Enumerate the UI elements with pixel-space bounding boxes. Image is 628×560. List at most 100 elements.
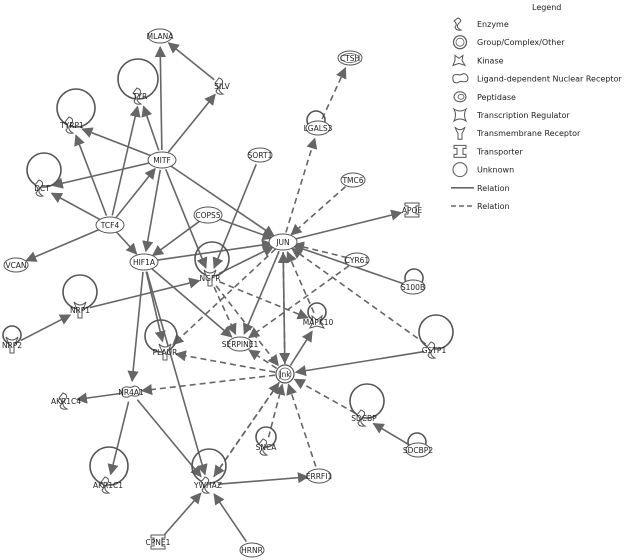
legend-label: Group/Complex/Other (477, 38, 565, 47)
legend-item: Enzyme (453, 17, 509, 31)
legend-item: Relation (451, 202, 510, 211)
edge-tcf4-to-vcan (25, 228, 102, 262)
node-tmc6[interactable]: TMC6 (340, 172, 366, 188)
edge-tcf4-to-tyr (111, 105, 141, 216)
kinase-shape (309, 314, 326, 329)
node-halo (117, 58, 159, 100)
node-snca[interactable]: SNCA (255, 426, 278, 456)
node-label: AKR1C4 (51, 397, 81, 406)
legend-label: Kinase (477, 56, 504, 65)
node-ngfr[interactable]: NGFR (194, 241, 230, 287)
node-jnk[interactable]: Jnk (275, 364, 295, 384)
node-halo (56, 88, 96, 128)
node-cops5[interactable]: COPS5 (193, 206, 223, 224)
edge-jun-to-apoe (292, 209, 403, 241)
node-label: LGALS3 (304, 124, 333, 133)
node-ctsh[interactable]: CTSH (337, 50, 363, 66)
edge-cyr61-to-serpine1 (248, 265, 350, 339)
transmembrane-receptor-shape (158, 343, 172, 361)
edge-nr4a1-to-akr1c1 (107, 401, 130, 476)
edge-tmc6-to-jun (290, 186, 347, 236)
node-label: AKR1C1 (93, 481, 123, 490)
node-errfi1[interactable]: ERRFI1 (306, 468, 333, 484)
node-hrnr[interactable]: HRNR (239, 542, 265, 558)
edge-nrp2-to-nrp1 (20, 314, 72, 342)
node-mitf[interactable]: MITF (147, 151, 177, 169)
node-mapk10[interactable]: MAPK10 (303, 302, 334, 329)
node-halo (349, 383, 385, 419)
edge-mitf-to-jun (169, 164, 275, 237)
unknown-shape (344, 252, 370, 268)
node-nrp1[interactable]: NRP1 (62, 274, 98, 319)
node-halo (194, 241, 230, 277)
node-gstp1[interactable]: GSTP1 (418, 314, 454, 359)
node-label: COPS5 (195, 211, 220, 220)
edge-errfi1-to-jnk (286, 383, 317, 467)
node-silv[interactable]: SILV (214, 77, 231, 95)
legend-label: Relation (477, 184, 510, 193)
node-mlana[interactable]: MLANA (147, 28, 175, 44)
edge-mitf-to-silv (167, 93, 216, 153)
node-dct[interactable]: DCT (26, 152, 62, 197)
ligand-nuclear-receptor-shape (121, 385, 141, 398)
node-label: DCT (34, 184, 50, 193)
enzyme-shape (200, 476, 211, 494)
node-tcf4[interactable]: TCF4 (95, 216, 125, 234)
node-halo (255, 426, 277, 448)
node-hif1a[interactable]: HIF1A (129, 253, 159, 271)
unknown-shape (247, 147, 273, 163)
edge-jnk-to-nr4a1 (140, 374, 276, 396)
legend-label: Ligand-dependent Nuclear Receptor (477, 75, 622, 84)
node-sdcbp2[interactable]: SDCBP2 (403, 432, 433, 458)
edge-jnk-to-mapk10 (289, 330, 313, 366)
edge-mitf-to-dct (51, 161, 153, 189)
node-sort1[interactable]: SORT1 (247, 147, 273, 163)
edge-nrp1-to-ngfr (89, 277, 201, 309)
node-sdcbp[interactable]: SDCBP (349, 383, 385, 427)
edge-hif1a-to-ywhaz (145, 271, 208, 476)
node-label: PLAUR (153, 348, 178, 357)
node-label: VCAN (5, 261, 26, 270)
node-label: Jnk (278, 370, 291, 379)
legend-item: Transporter (453, 144, 523, 158)
node-apoe[interactable]: APOE (402, 202, 423, 218)
edge-jnk-to-serpine1 (248, 349, 278, 370)
node-serpine1[interactable]: SERPINE1 (222, 336, 259, 352)
legend-label: Peptidase (477, 93, 516, 102)
node-plaur[interactable]: PLAUR (144, 319, 178, 361)
node-akr1c1[interactable]: AKR1C1 (89, 446, 129, 494)
transporter-shape (404, 202, 420, 218)
unknown-shape (340, 172, 366, 188)
transcription-regulator-shape (147, 151, 177, 169)
node-halo (62, 274, 98, 310)
node-label: TYR (132, 92, 147, 101)
node-jun[interactable]: JUN (268, 233, 298, 251)
node-nrp2[interactable]: NRP2 (2, 325, 22, 354)
node-cpne1[interactable]: CPNE1 (146, 534, 171, 550)
node-label: NRP2 (2, 341, 22, 350)
node-label: HRNR (241, 546, 263, 555)
edge-nr4a1-to-akr1c4 (75, 392, 122, 404)
unknown-shape (227, 336, 253, 352)
node-label: MITF (153, 156, 171, 165)
legend-item: Transcription Regulator (452, 107, 570, 123)
legend: Legend EnzymeGroup/Complex/OtherKinaseLi… (451, 3, 622, 211)
node-vcan[interactable]: VCAN (3, 257, 29, 273)
node-lgals3[interactable]: LGALS3 (304, 110, 333, 136)
transcription-regulator-shape (129, 253, 159, 271)
peptidase-icon (457, 93, 465, 100)
node-akr1c4[interactable]: AKR1C4 (51, 392, 81, 410)
legend-item: Transmembrane Receptor (454, 126, 581, 140)
node-tyr[interactable]: TYR (117, 58, 159, 105)
node-cyr61[interactable]: CYR61 (344, 252, 370, 268)
node-s100b[interactable]: S100B (400, 268, 426, 295)
node-label: CTSH (340, 54, 360, 63)
edge-jnk-to-plaur (174, 350, 276, 373)
legend-title: Legend (532, 3, 561, 12)
node-ywhaz[interactable]: YWHAZ (191, 448, 227, 494)
node-nr4a1[interactable]: NR4A1 (118, 385, 144, 398)
edge-hrnr-to-ywhaz (213, 493, 248, 543)
transcription-regulator-shape (268, 233, 298, 251)
node-tyrp1[interactable]: TYRP1 (56, 88, 96, 134)
